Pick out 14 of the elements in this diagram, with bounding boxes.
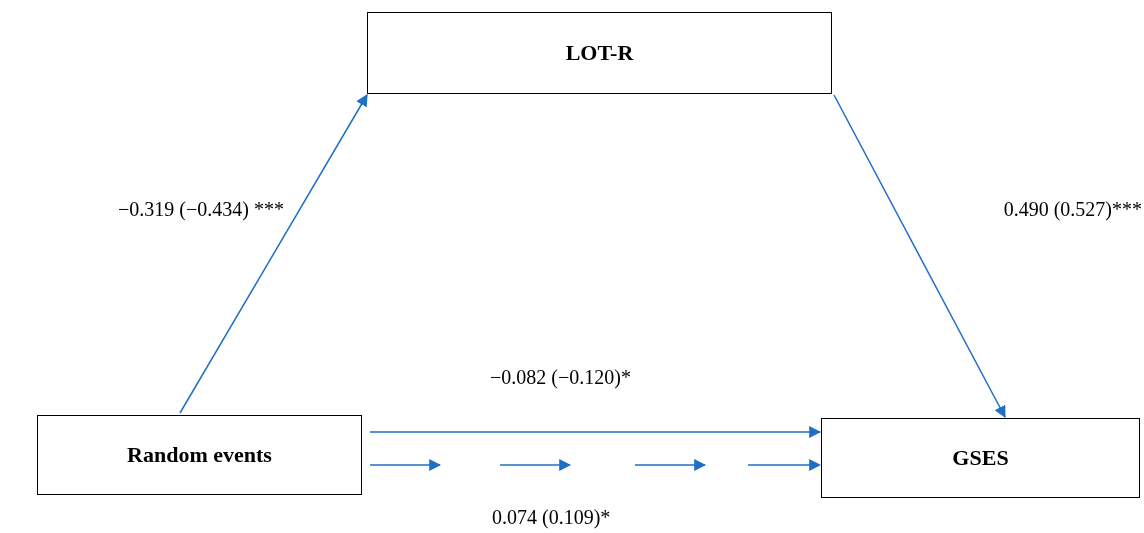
dashed-arrow	[369, 459, 821, 471]
arrow	[179, 93, 368, 414]
variable-label: GSES	[952, 445, 1009, 471]
edge-label: 0.490 (0.527)***	[1003, 198, 1142, 221]
variable-label: LOT-R	[565, 40, 634, 66]
arrow	[369, 426, 822, 438]
edge-label: 0.074 (0.109)*	[492, 506, 611, 529]
edge-label: −0.319 (−0.434) ***	[118, 198, 284, 221]
edge-label: −0.082 (−0.120)*	[490, 366, 631, 389]
variable-box	[367, 12, 832, 94]
arrow	[833, 94, 1006, 419]
variable-box	[821, 418, 1140, 498]
variable-label: Random events	[127, 442, 272, 468]
variable-box	[37, 415, 362, 495]
